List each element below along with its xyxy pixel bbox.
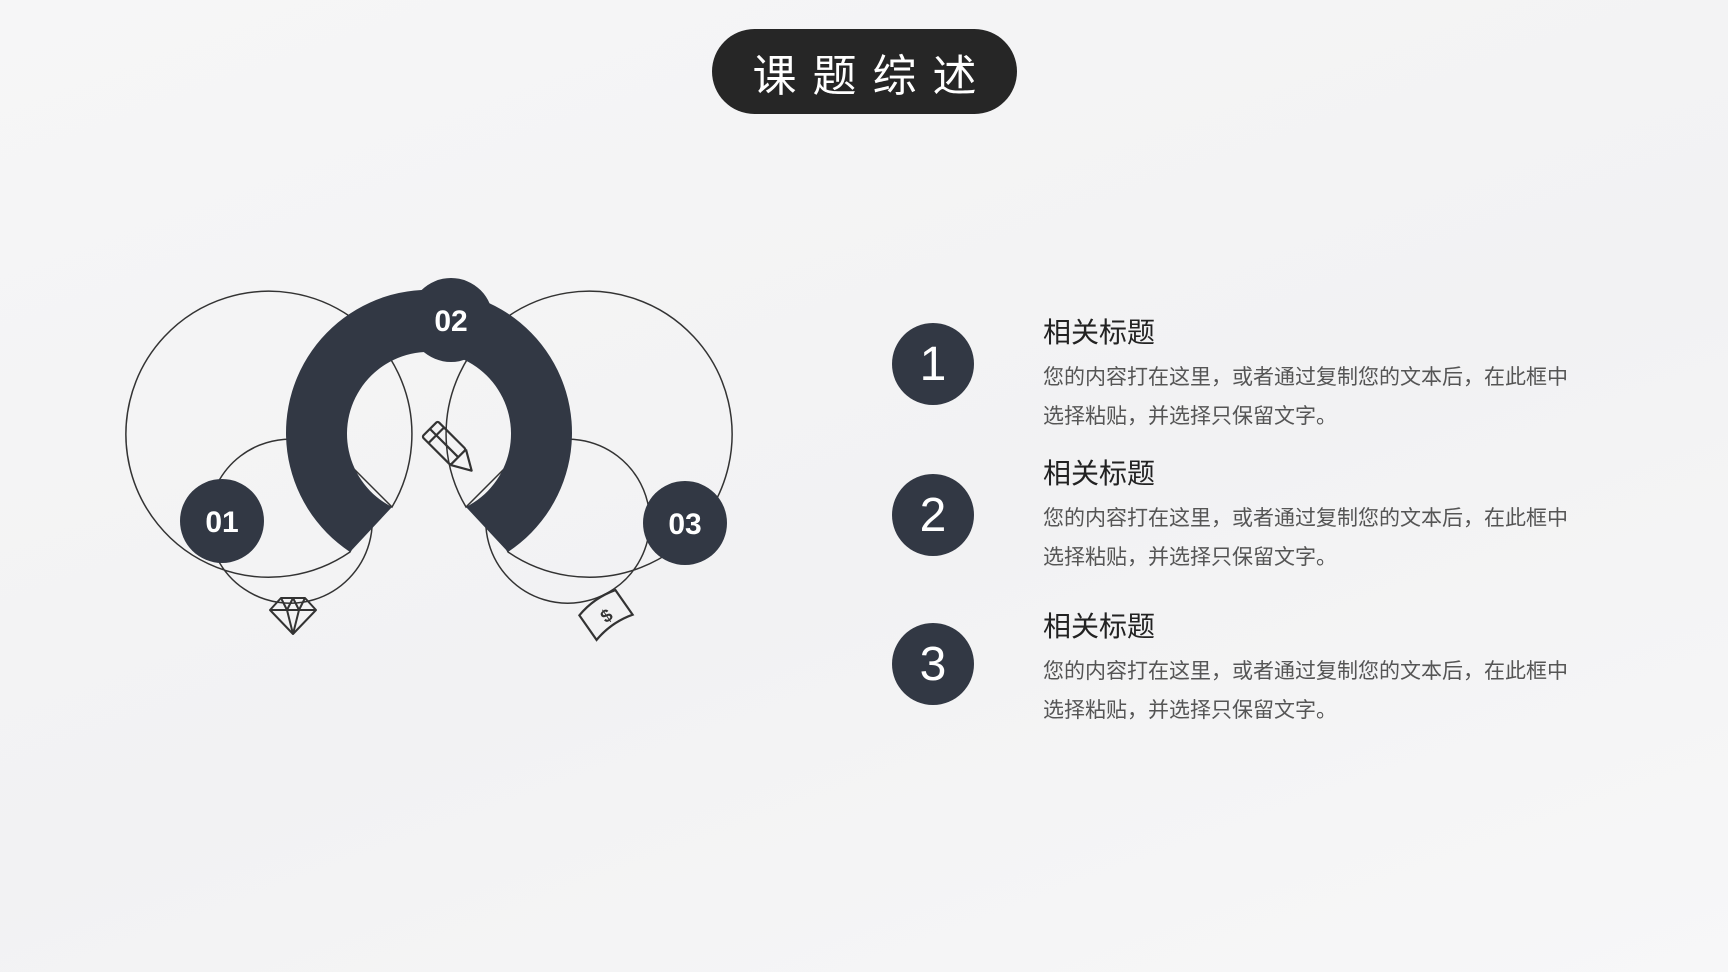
item-title-3: 相关标题 [1043,610,1156,643]
pencil-icon [421,420,473,472]
item-text-3: 您的内容打在这里，或者通过复制您的文本后，在此框中选择粘贴，并选择只保留文字。 [1043,659,1568,722]
slide-title: 课题综述 [712,29,1017,114]
badge-03-circle [643,481,727,565]
ring-02-dark [286,289,572,552]
badge-02-circle [409,278,493,362]
item-text-2: 您的内容打在这里，或者通过复制您的文本后，在此框中选择粘贴，并选择只保留文字。 [1043,506,1568,569]
badge-03-label: 03 [668,508,701,541]
badge-02-label: 02 [434,305,467,338]
item-number-3: 3 [892,623,974,705]
item-number-1: 1 [892,323,974,405]
item-title-1: 相关标题 [1043,316,1156,349]
diamond-icon [269,597,317,635]
badge-01-label: 01 [205,506,238,539]
badge-01-circle [180,479,264,563]
item-text-1: 您的内容打在这里，或者通过复制您的文本后，在此框中选择粘贴，并选择只保留文字。 [1043,365,1568,428]
item-title-2: 相关标题 [1043,457,1156,490]
item-number-2: 2 [892,474,974,556]
ring-01-outline [125,290,413,604]
money-icon: $ [577,588,635,642]
